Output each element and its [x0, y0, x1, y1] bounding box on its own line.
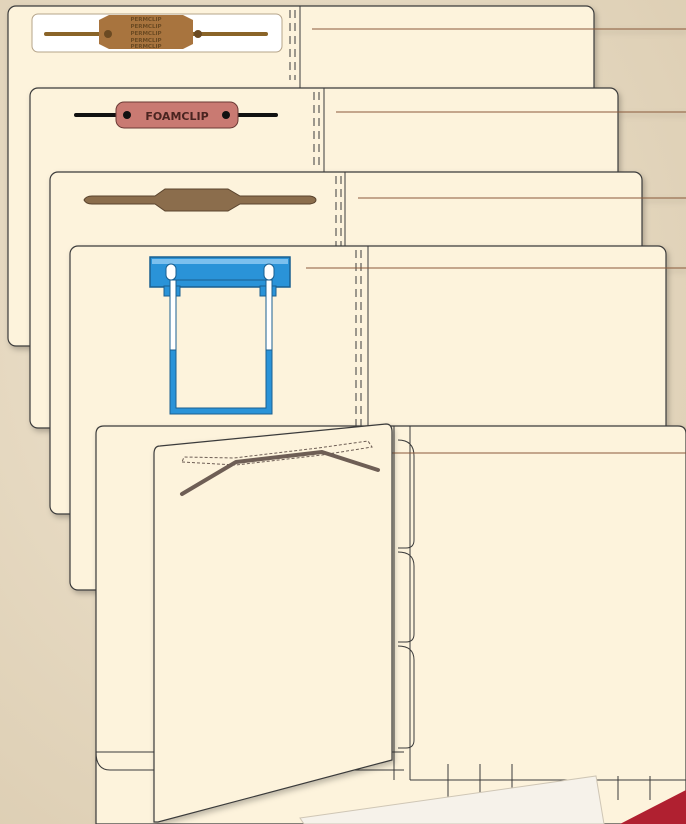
foamclip-text: FOAMCLIP — [145, 110, 208, 123]
folder-front-flap — [154, 424, 392, 822]
permclip-text-1: PERMCLIP — [130, 17, 161, 23]
permclip-fastener-icon: PERMCLIP PERMCLIP PERMCLIP PERMCLIP PERM… — [32, 14, 282, 52]
permclip-text-5: PERMCLIP — [130, 44, 161, 50]
permclip-text-2: PERMCLIP — [130, 24, 161, 30]
permclip-text-3: PERMCLIP — [130, 31, 161, 37]
